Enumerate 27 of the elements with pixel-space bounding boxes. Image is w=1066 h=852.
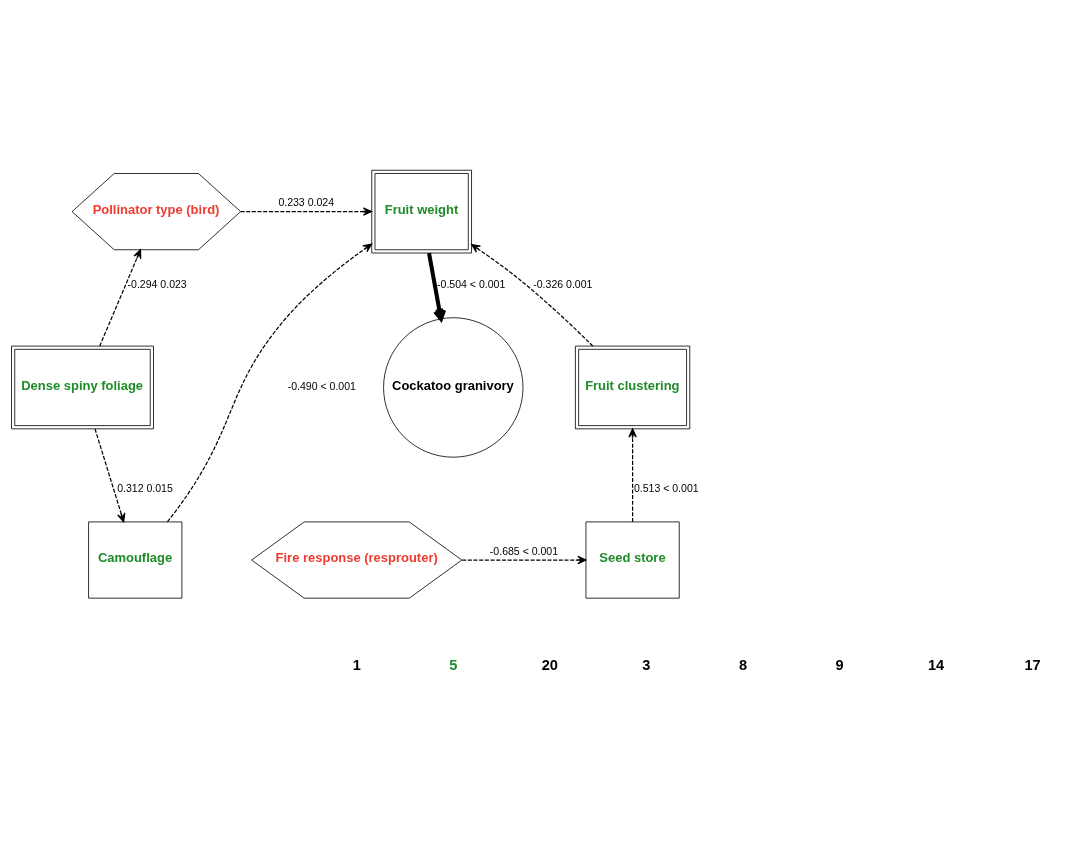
arrow [427,252,447,322]
edge-label: -0.490 < 0.001 [287,380,356,393]
label: 8 [738,656,748,673]
edge-label: 0.513 < 0.001 [633,482,699,495]
arrow [94,428,126,523]
arrow [628,428,637,523]
label: 5 [449,656,458,673]
edge-label: 0.233 0.024 [278,196,335,209]
label: 3 [642,656,651,673]
label: 9 [835,656,844,673]
label: 14 [927,656,945,673]
arrow [166,243,373,523]
arrow [461,555,587,565]
edge-label: 0.312 0.015 [117,482,173,495]
edge-label: -0.326 0.001 [533,278,593,291]
label: 20 [541,656,558,673]
edge-label: -0.504 < 0.001 [437,278,506,291]
edge-label: -0.294 0.023 [127,278,187,291]
node-box: Seed store [585,521,680,599]
edge-label: -0.685 < 0.001 [489,544,559,557]
node-box: Camouflage [88,521,183,599]
node-circle: Cockatoo granivory [383,317,524,458]
arrow [471,243,594,347]
arrow [99,249,142,347]
label: 17 [1024,656,1041,673]
arrow [240,207,373,216]
label: 1 [352,656,361,673]
